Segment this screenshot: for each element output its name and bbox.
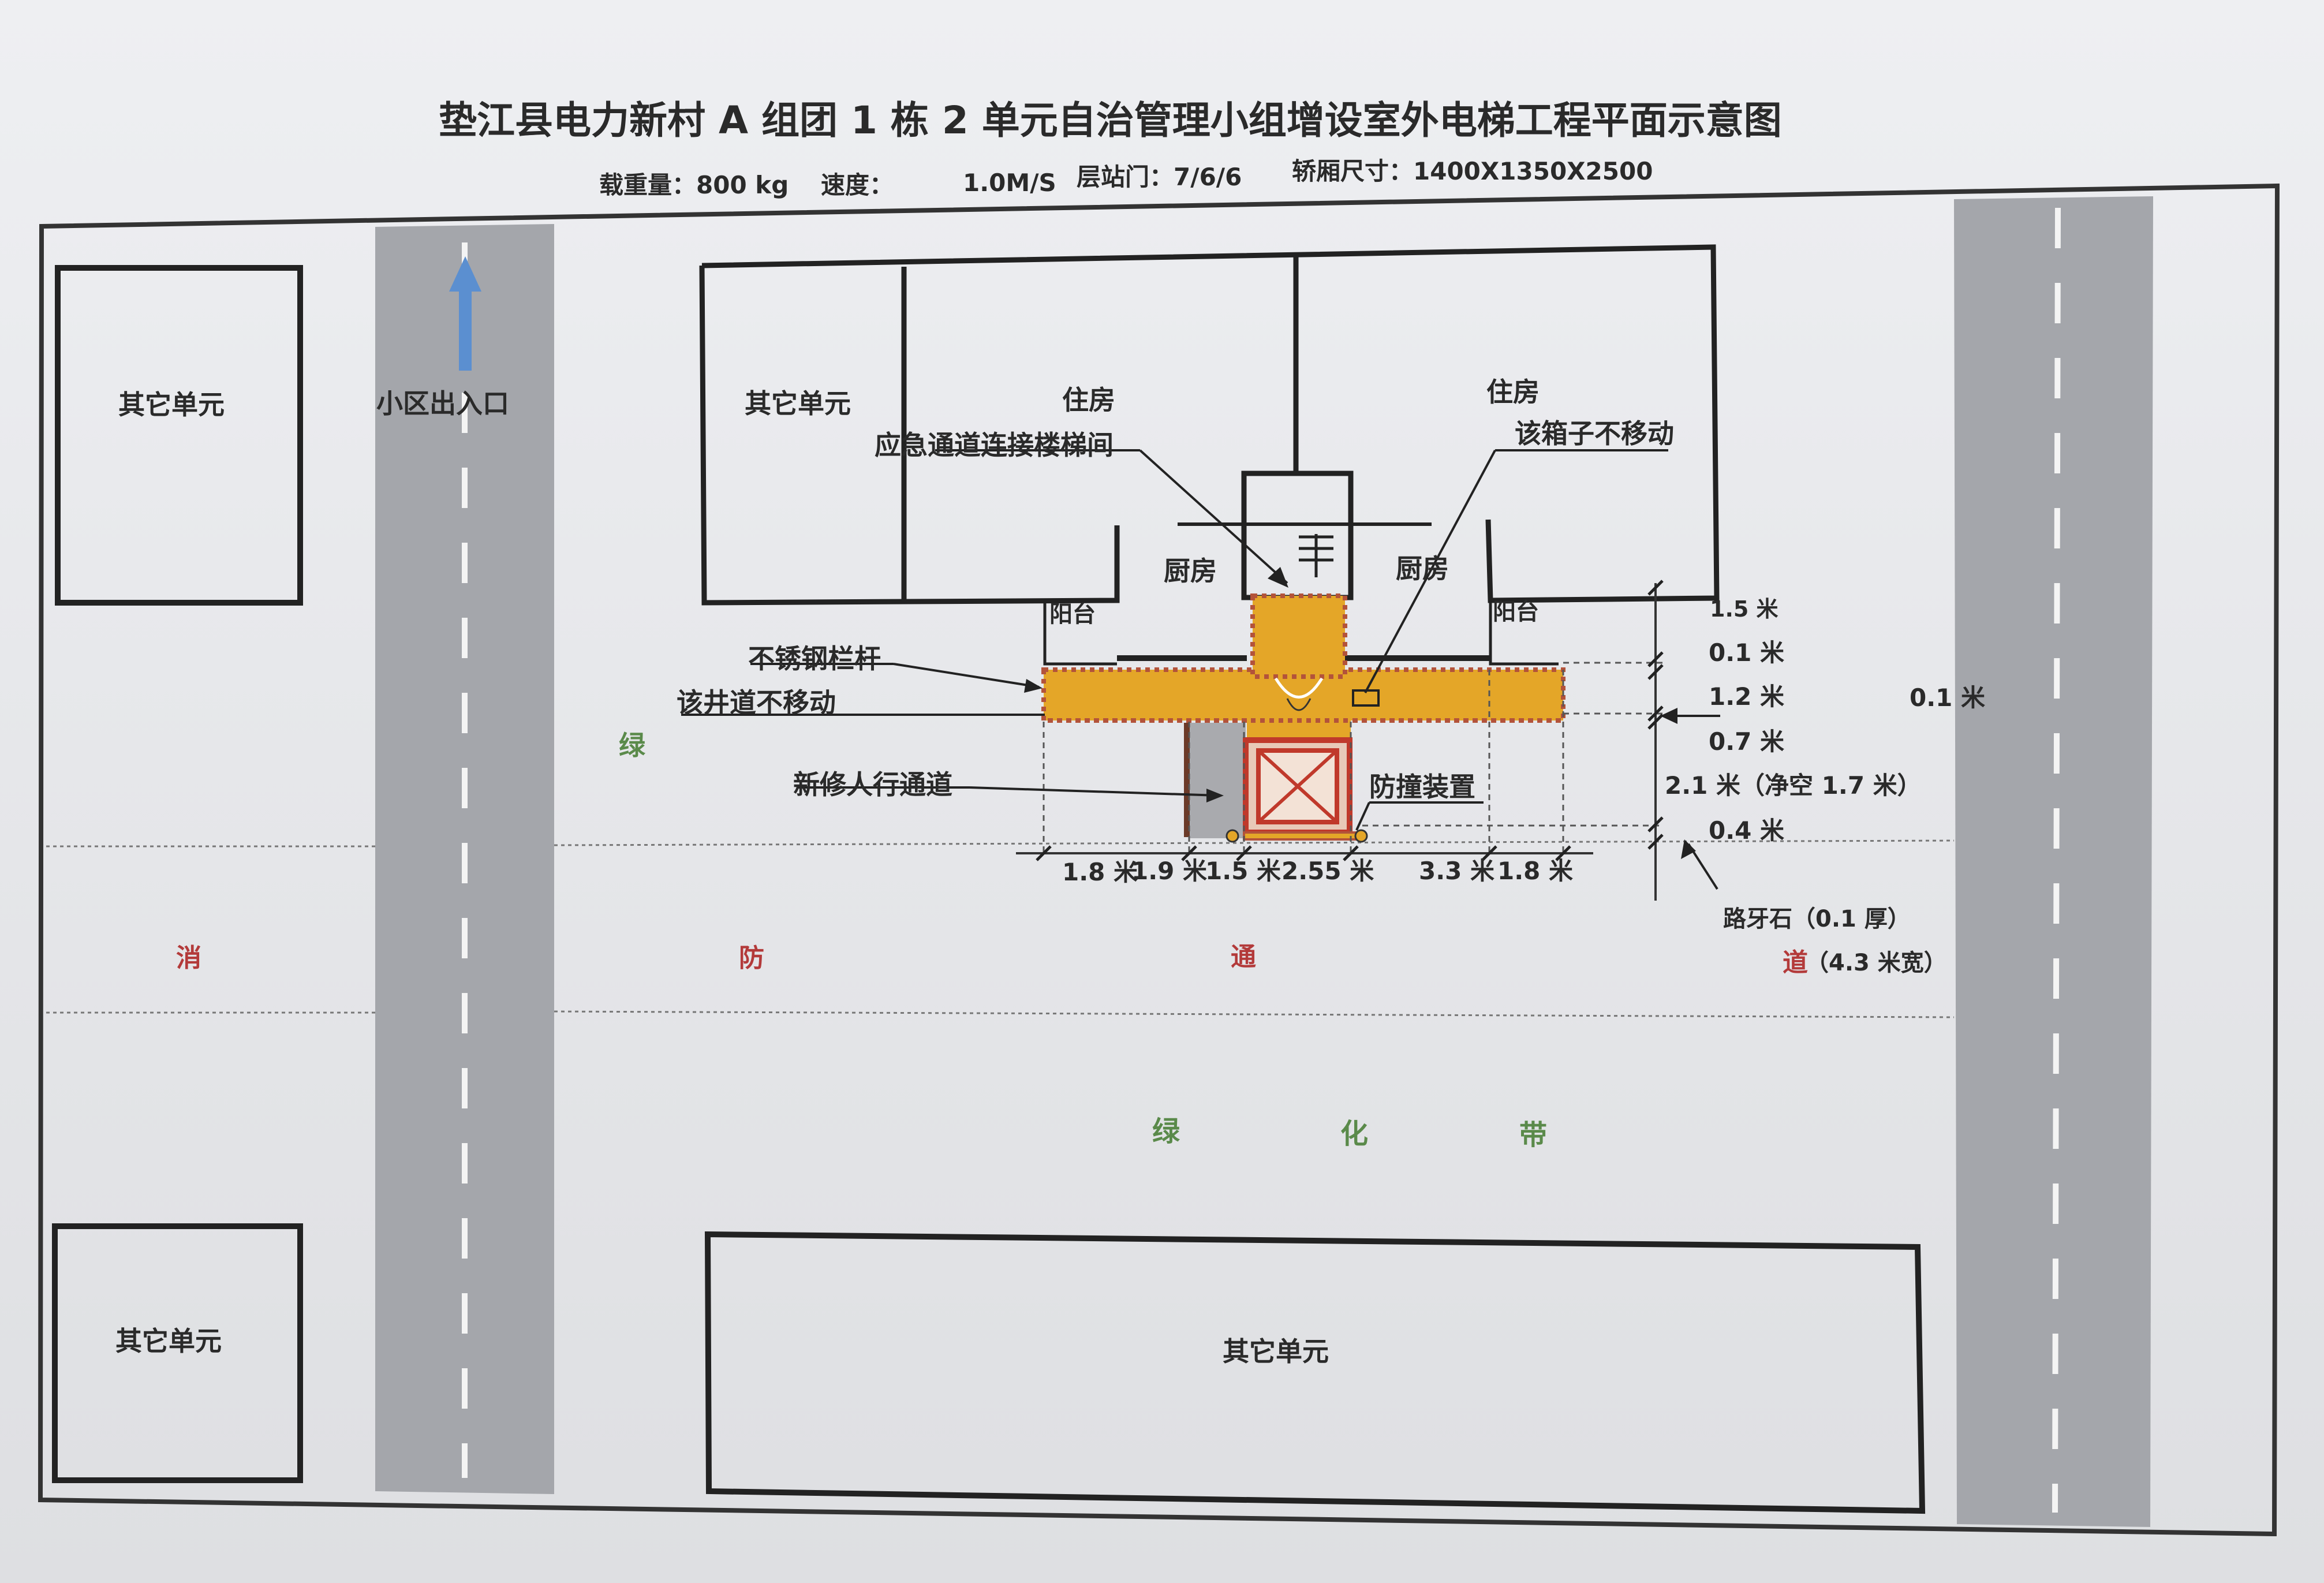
right-road-center-line — [2052, 207, 2061, 1513]
spec-stops: 层站门：7/6/6 — [1077, 163, 1242, 191]
green-belt-char-3: 带 — [1519, 1119, 1548, 1151]
label-housing-right: 住房 — [1486, 376, 1540, 408]
dim-right-6: 0.4 米 — [1709, 816, 1785, 845]
dim-bottom-5: 3.3 米 — [1419, 857, 1495, 885]
spec-speed-value: 1.0M/S — [963, 169, 1056, 197]
new-walkway-strip — [1189, 723, 1246, 838]
fire-lane-char-1: 消 — [176, 943, 201, 973]
label-other-unit-top-left: 其它单元 — [118, 389, 225, 420]
bottom-dimension-ticks — [1036, 845, 1571, 861]
spec-car-size: 轿厢尺寸：1400X1350X2500 — [1292, 157, 1653, 185]
entrance-arrow-icon — [449, 256, 481, 371]
label-new-walkway: 新修人行通道 — [793, 769, 952, 800]
label-other-unit-top: 其它单元 — [745, 388, 851, 419]
dimension-guides — [1043, 662, 1662, 854]
dim-right-1: 1.5 米 — [1710, 596, 1779, 622]
dim-bottom-3: 1.5 米 — [1205, 857, 1281, 885]
other-unit-box-top-left — [55, 265, 303, 606]
dim-right-3: 1.2 米 — [1709, 682, 1785, 711]
site-boundary — [38, 183, 2280, 1537]
stairs-icon — [1299, 534, 1333, 577]
page-title: 垫江县电力新村 A 组团 1 栋 2 单元自治管理小组增设室外电梯工程平面示意图 — [439, 98, 1782, 143]
elevator-shaft — [1225, 737, 1368, 843]
label-shaft-not-moved: 该井道不移动 — [677, 687, 836, 718]
label-entrance: 小区出入口 — [376, 388, 509, 419]
label-emergency-passage: 应急通道连接楼梯间 — [875, 430, 1114, 461]
label-balcony-right: 阳台 — [1493, 599, 1539, 625]
label-kitchen-left: 厨房 — [1164, 555, 1217, 587]
main-building — [699, 244, 1720, 666]
fire-lane-top-edge-2 — [554, 839, 1955, 846]
fire-lane-char-4: 道 — [1783, 948, 1808, 977]
dim-far-right: 0.1 米 — [1910, 684, 1986, 712]
fire-lane-width: （4.3 米宽） — [1806, 950, 1947, 976]
right-road — [1954, 196, 2153, 1527]
label-balcony-left: 阳台 — [1049, 601, 1096, 628]
elevator-walkway — [1041, 593, 1565, 739]
label-anti-collision: 防撞装置 — [1369, 771, 1475, 802]
other-unit-box-bottom — [704, 1231, 1926, 1514]
dim-bottom-2: 1.9 米 — [1131, 857, 1208, 885]
dim-bottom-1: 1.8 米 — [1062, 858, 1138, 886]
green-belt-char-2: 化 — [1340, 1118, 1369, 1150]
dim-right-4: 0.7 米 — [1709, 727, 1785, 756]
dim-right-2: 0.1 米 — [1709, 639, 1785, 667]
label-housing-left: 住房 — [1062, 384, 1115, 416]
right-dimension-ticks — [1647, 580, 1664, 850]
label-kitchen-right: 厨房 — [1396, 553, 1449, 584]
green-belt-char-1: 绿 — [1152, 1115, 1180, 1148]
leader-lines — [681, 449, 1720, 890]
dim-right-5: 2.1 米（净空 1.7 米） — [1665, 771, 1922, 800]
label-box-not-moved: 该箱子不移动 — [1515, 418, 1674, 449]
spec-speed-label: 速度： — [821, 171, 894, 199]
label-other-unit-bottom-left: 其它单元 — [115, 1326, 222, 1357]
fire-lane-char-2: 防 — [739, 943, 764, 973]
leader-arrowheads — [1024, 567, 1696, 859]
label-railing: 不锈钢栏杆 — [748, 643, 881, 674]
spec-load: 载重量：800 kg — [599, 171, 789, 199]
other-unit-box-bottom-left — [52, 1223, 303, 1483]
fire-lane-char-3: 通 — [1231, 942, 1256, 972]
dim-bottom-6: 1.8 米 — [1497, 857, 1574, 885]
label-other-unit-bottom: 其它单元 — [1223, 1336, 1329, 1367]
fire-lane-bottom-edge-2 — [554, 1010, 1955, 1018]
dim-bottom-4: 2.55 米 — [1281, 857, 1374, 885]
label-green-small: 绿 — [619, 730, 645, 761]
label-curb: 路牙石（0.1 厚） — [1723, 906, 1911, 932]
